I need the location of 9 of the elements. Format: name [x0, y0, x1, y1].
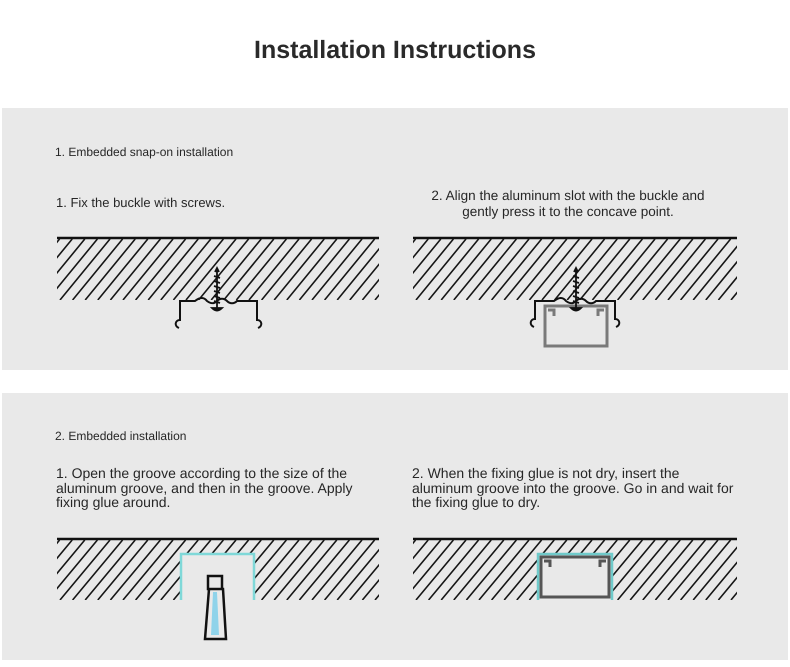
step-text: 1. Open the groove according to the size of the aluminum groove, and then in the groove. Apply fixing glue around. — [56, 466, 354, 510]
instruction-panel — [2, 108, 788, 370]
section-heading: 2. Embedded installation — [55, 429, 186, 444]
step-text: 1. Fix the buckle with screws. — [56, 195, 226, 211]
step-text: 2. Align the aluminum slot with the buckle and gently press it to the concave point. — [430, 188, 706, 220]
step-text: 2. When the fixing glue is not dry, insert the aluminum groove into the groove. Go in and wait for the fixing glue to dry. — [412, 466, 734, 510]
instruction-panel — [2, 393, 788, 660]
page-title: Installation Instructions — [254, 35, 536, 65]
section-heading: 1. Embedded snap-on installation — [55, 145, 234, 160]
